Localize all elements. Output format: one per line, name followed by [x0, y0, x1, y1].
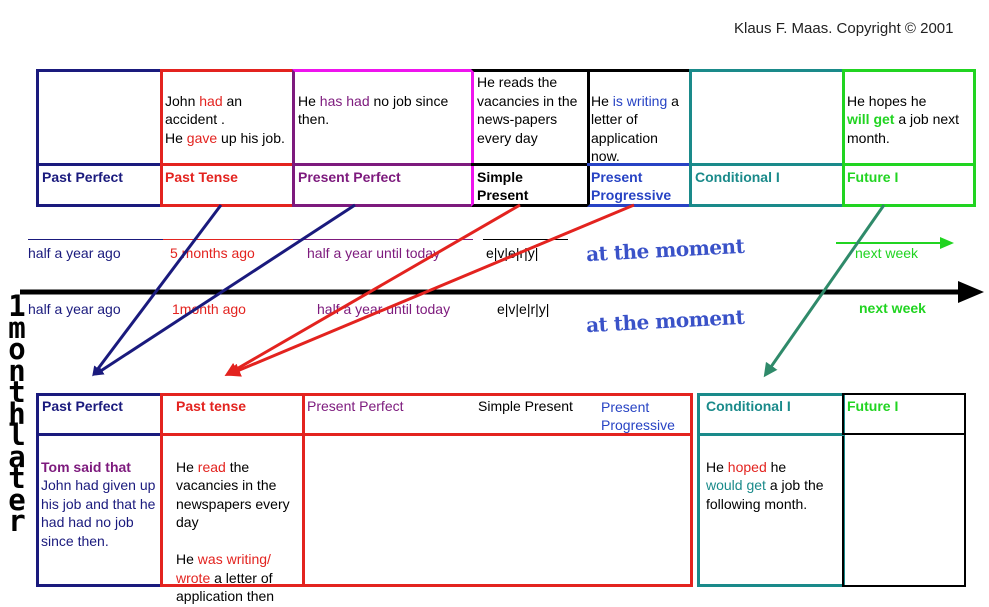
side-letter: o: [8, 332, 26, 366]
text: He: [298, 92, 320, 109]
bottom-label-simple-present: Simple Present: [478, 398, 573, 414]
bottom-label-past-perfect: Past Perfect: [42, 398, 123, 414]
verb: would get: [706, 477, 766, 493]
now-simple-present: e|v|e|r|y|: [486, 245, 539, 261]
top-example-past-tense: John had an accident . He gave up his jo…: [165, 73, 289, 147]
side-letter: t: [8, 375, 26, 409]
text: an accident . He: [165, 92, 243, 146]
text: He: [591, 92, 613, 109]
top-col-past-perfect: [36, 69, 163, 207]
top-example-present-perfect: He has had no job since then.: [298, 73, 468, 129]
text: the vacancies in the newspapers every da…: [176, 458, 290, 568]
now-past-tense: 5 months ago: [170, 245, 255, 261]
side-letter: n: [8, 353, 26, 388]
bottom-example-past-tense: He read the vacancies in the newspapers …: [176, 439, 300, 606]
bottom-divider-teal: [697, 433, 845, 436]
top-row-divider-purple: [292, 163, 474, 166]
bottom-label-present-progressive: Present Progressive: [601, 399, 675, 433]
verb: hoped: [727, 458, 767, 475]
reporting-clause: Tom said that: [41, 458, 131, 475]
side-letter: l: [8, 418, 26, 452]
overline-red: [163, 239, 293, 240]
bottom-label-future: Future I: [847, 398, 899, 414]
overline-navy: [28, 239, 163, 240]
top-row-divider-teal: [689, 163, 845, 166]
later-future: next week: [859, 300, 926, 316]
overline-black: [483, 239, 568, 240]
later-past-tense: 1month ago: [172, 301, 246, 317]
side-letter: 1: [8, 289, 26, 323]
bottom-divider-black: [842, 433, 966, 435]
top-example-present-progressive: He is writing a letter of application no…: [591, 73, 687, 166]
bottom-divider-navy: [36, 433, 163, 436]
now-future-arrow: [836, 237, 954, 249]
top-label-past-tense: Past Tense: [165, 169, 238, 185]
bottom-example-conditional: He hoped he would get a job the followin…: [706, 439, 834, 513]
text: a job next month.: [847, 111, 960, 146]
top-label-present-perfect: Present Perfect: [298, 169, 401, 185]
bottom-col-present-group: [302, 393, 693, 587]
top-row-divider-green: [842, 163, 976, 166]
text: a job the following month.: [706, 477, 824, 512]
top-col-conditional: [689, 69, 845, 207]
top-col-future: [842, 69, 976, 207]
top-row-divider-blue: [587, 163, 692, 166]
later-past-perfect: half a year ago: [28, 301, 121, 317]
text: John: [165, 92, 200, 109]
text: He: [706, 458, 728, 475]
top-label-simple-present: Simple Present: [477, 169, 529, 203]
bottom-divider-red: [160, 433, 693, 436]
side-letter: r: [8, 504, 26, 538]
text: he: [770, 458, 787, 475]
text: He hopes he: [847, 92, 927, 109]
now-present-perfect: half a year until today: [307, 245, 441, 261]
verb: read: [197, 458, 226, 475]
text: a letter of application then: [176, 569, 275, 605]
text: up his job.: [217, 129, 285, 146]
copyright: Klaus F. Maas. Copyright © 2001: [734, 20, 954, 37]
later-simple-present: e|v|e|r|y|: [497, 301, 550, 317]
text: He: [176, 458, 198, 475]
side-label-1-month-later: 1 m o n t h l a t e r: [2, 289, 32, 538]
top-label-present-progressive: Present Progressive: [591, 169, 672, 203]
text: no job since then.: [298, 92, 449, 128]
bottom-label-past-tense: Past tense: [176, 398, 247, 414]
top-row-divider-black: [471, 163, 590, 166]
reported-text: John had given up his job and that he ha…: [41, 477, 156, 549]
verb: is writing: [612, 92, 668, 109]
bottom-col-future: [842, 393, 966, 587]
verb: had: [199, 92, 223, 109]
later-present-perfect: half a year until today: [317, 301, 451, 317]
now-past-perfect: half a year ago: [28, 245, 121, 261]
top-label-future: Future I: [847, 169, 899, 185]
top-row-divider-red: [160, 163, 295, 166]
verb: has had: [319, 92, 370, 109]
now-present-progressive: at the moment: [585, 233, 745, 267]
verb: gave: [186, 129, 218, 146]
bottom-label-conditional: Conditional I: [706, 398, 791, 414]
side-letter: t: [8, 461, 26, 495]
verb: was writing/ wrote: [176, 551, 271, 586]
side-letter: a: [8, 439, 26, 474]
bottom-label-present-perfect: Present Perfect: [307, 398, 404, 414]
top-example-future: He hopes he will get a job next month.: [847, 73, 971, 147]
later-present-progressive: at the moment: [585, 304, 745, 338]
top-label-conditional: Conditional I: [695, 169, 780, 185]
verb: will get: [847, 111, 895, 127]
top-label-past-perfect: Past Perfect: [42, 169, 123, 185]
side-letter: m: [8, 310, 26, 345]
side-letter: e: [8, 482, 26, 517]
top-example-simple-present: He reads the vacancies in the news-paper…: [477, 74, 578, 146]
side-letter: h: [8, 396, 26, 431]
text: a letter of application now.: [591, 92, 679, 165]
bottom-example-past-perfect: Tom said that John had given up his job …: [41, 439, 159, 550]
overline-purple: [293, 239, 473, 240]
